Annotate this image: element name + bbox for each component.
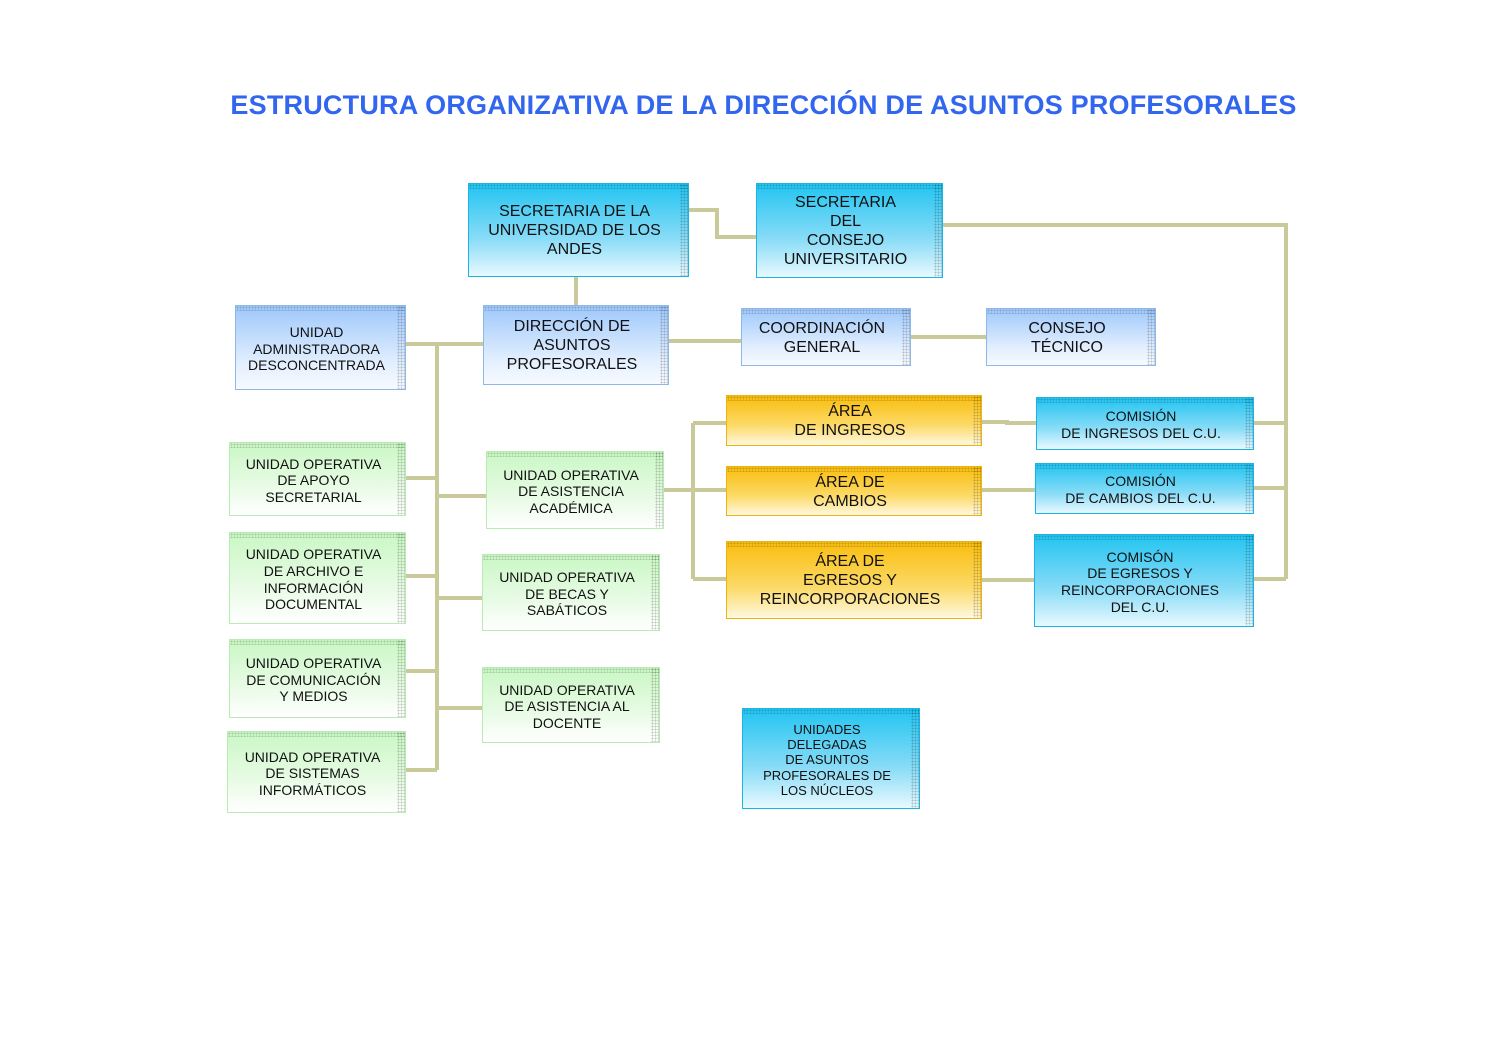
node-uo-asistencia-academica-label: UNIDAD OPERATIVA DE ASISTENCIA ACADÉMICA — [503, 466, 639, 516]
node-uo-archivo-label: UNIDAD OPERATIVA DE ARCHIVO E INFORMACIÓ… — [245, 546, 382, 613]
node-unidades-delegadas: UNIDADES DELEGADAS DE ASUNTOS PROFESORAL… — [742, 708, 920, 809]
node-uo-apoyo-secretarial-label: UNIDAD OPERATIVA DE APOYO SECRETARIAL — [245, 455, 382, 505]
node-uo-sistemas: UNIDAD OPERATIVA DE SISTEMAS INFORMÁTICO… — [227, 731, 406, 813]
node-area-cambios-label: ÁREA DE CAMBIOS — [813, 473, 887, 510]
connector-secretaria-cu-to-comisiones — [942, 223, 1288, 579]
node-comision-cambios-label: COMISIÓN DE CAMBIOS DEL C.U. — [1065, 473, 1216, 506]
node-uo-comunicacion: UNIDAD OPERATIVA DE COMUNICACIÓN Y MEDIO… — [229, 639, 406, 718]
node-unidad-administradora-label: UNIDAD ADMINISTRADORA DESCONCENTRADA — [248, 324, 385, 374]
node-uo-apoyo-secretarial: UNIDAD OPERATIVA DE APOYO SECRETARIAL — [229, 442, 406, 516]
node-secretaria-ula: SECRETARIA DE LA UNIVERSIDAD DE LOS ANDE… — [468, 183, 689, 277]
node-direccion-label: DIRECCIÓN DE ASUNTOS PROFESORALES — [506, 318, 638, 373]
node-comision-ingresos-label: COMISIÓN DE INGRESOS DEL C.U. — [1061, 408, 1221, 441]
node-secretaria-cu-label: SECRETARIA DEL CONSEJO UNIVERSITARIO — [783, 194, 908, 268]
node-area-egresos: ÁREA DE EGRESOS Y REINCORPORACIONES — [726, 541, 982, 619]
connector-secretaria-ula-to-cu — [688, 208, 758, 239]
page-title: ESTRUCTURA ORGANIZATIVA DE LA DIRECCIÓN … — [230, 90, 1297, 120]
node-uo-comunicacion-label: UNIDAD OPERATIVA DE COMUNICACIÓN Y MEDIO… — [245, 655, 382, 705]
node-coordinacion-general-label: COORDINACIÓN GENERAL — [758, 319, 886, 356]
node-comision-egresos-label: COMISÓN DE EGRESOS Y REINCORPORACIONES D… — [1061, 548, 1219, 615]
node-comision-ingresos: COMISIÓN DE INGRESOS DEL C.U. — [1036, 397, 1254, 450]
node-unidad-administradora: UNIDAD ADMINISTRADORA DESCONCENTRADA — [235, 305, 406, 390]
node-consejo-tecnico: CONSEJO TÉCNICO — [986, 308, 1156, 366]
node-secretaria-ula-label: SECRETARIA DE LA UNIVERSIDAD DE LOS ANDE… — [488, 203, 661, 258]
node-uo-becas-sabaticos: UNIDAD OPERATIVA DE BECAS Y SABÁTICOS — [482, 554, 660, 631]
node-unidades-delegadas-label: UNIDADES DELEGADAS DE ASUNTOS PROFESORAL… — [763, 721, 891, 798]
node-coordinacion-general: COORDINACIÓN GENERAL — [741, 308, 911, 366]
node-comision-egresos: COMISÓN DE EGRESOS Y REINCORPORACIONES D… — [1034, 534, 1254, 627]
node-consejo-tecnico-label: CONSEJO TÉCNICO — [1028, 319, 1106, 356]
node-uo-becas-sabaticos-label: UNIDAD OPERATIVA DE BECAS Y SABÁTICOS — [499, 569, 635, 619]
node-area-ingresos: ÁREA DE INGRESOS — [726, 395, 982, 446]
node-comision-cambios: COMISIÓN DE CAMBIOS DEL C.U. — [1035, 463, 1254, 514]
node-uo-asistencia-docente: UNIDAD OPERATIVA DE ASISTENCIA AL DOCENT… — [482, 667, 660, 743]
node-uo-asistencia-academica: UNIDAD OPERATIVA DE ASISTENCIA ACADÉMICA — [486, 451, 664, 529]
node-area-cambios: ÁREA DE CAMBIOS — [726, 466, 982, 516]
node-uo-sistemas-label: UNIDAD OPERATIVA DE SISTEMAS INFORMÁTICO… — [244, 748, 381, 798]
node-area-ingresos-label: ÁREA DE INGRESOS — [794, 403, 906, 439]
connector-ingresos-to-comision — [980, 420, 1036, 425]
node-area-egresos-label: ÁREA DE EGRESOS Y REINCORPORACIONES — [759, 553, 941, 608]
node-uo-archivo: UNIDAD OPERATIVA DE ARCHIVO E INFORMACIÓ… — [229, 532, 406, 624]
node-direccion: DIRECCIÓN DE ASUNTOS PROFESORALES — [483, 305, 669, 385]
node-uo-asistencia-docente-label: UNIDAD OPERATIVA DE ASISTENCIA AL DOCENT… — [499, 681, 635, 731]
node-secretaria-cu: SECRETARIA DEL CONSEJO UNIVERSITARIO — [756, 183, 943, 278]
